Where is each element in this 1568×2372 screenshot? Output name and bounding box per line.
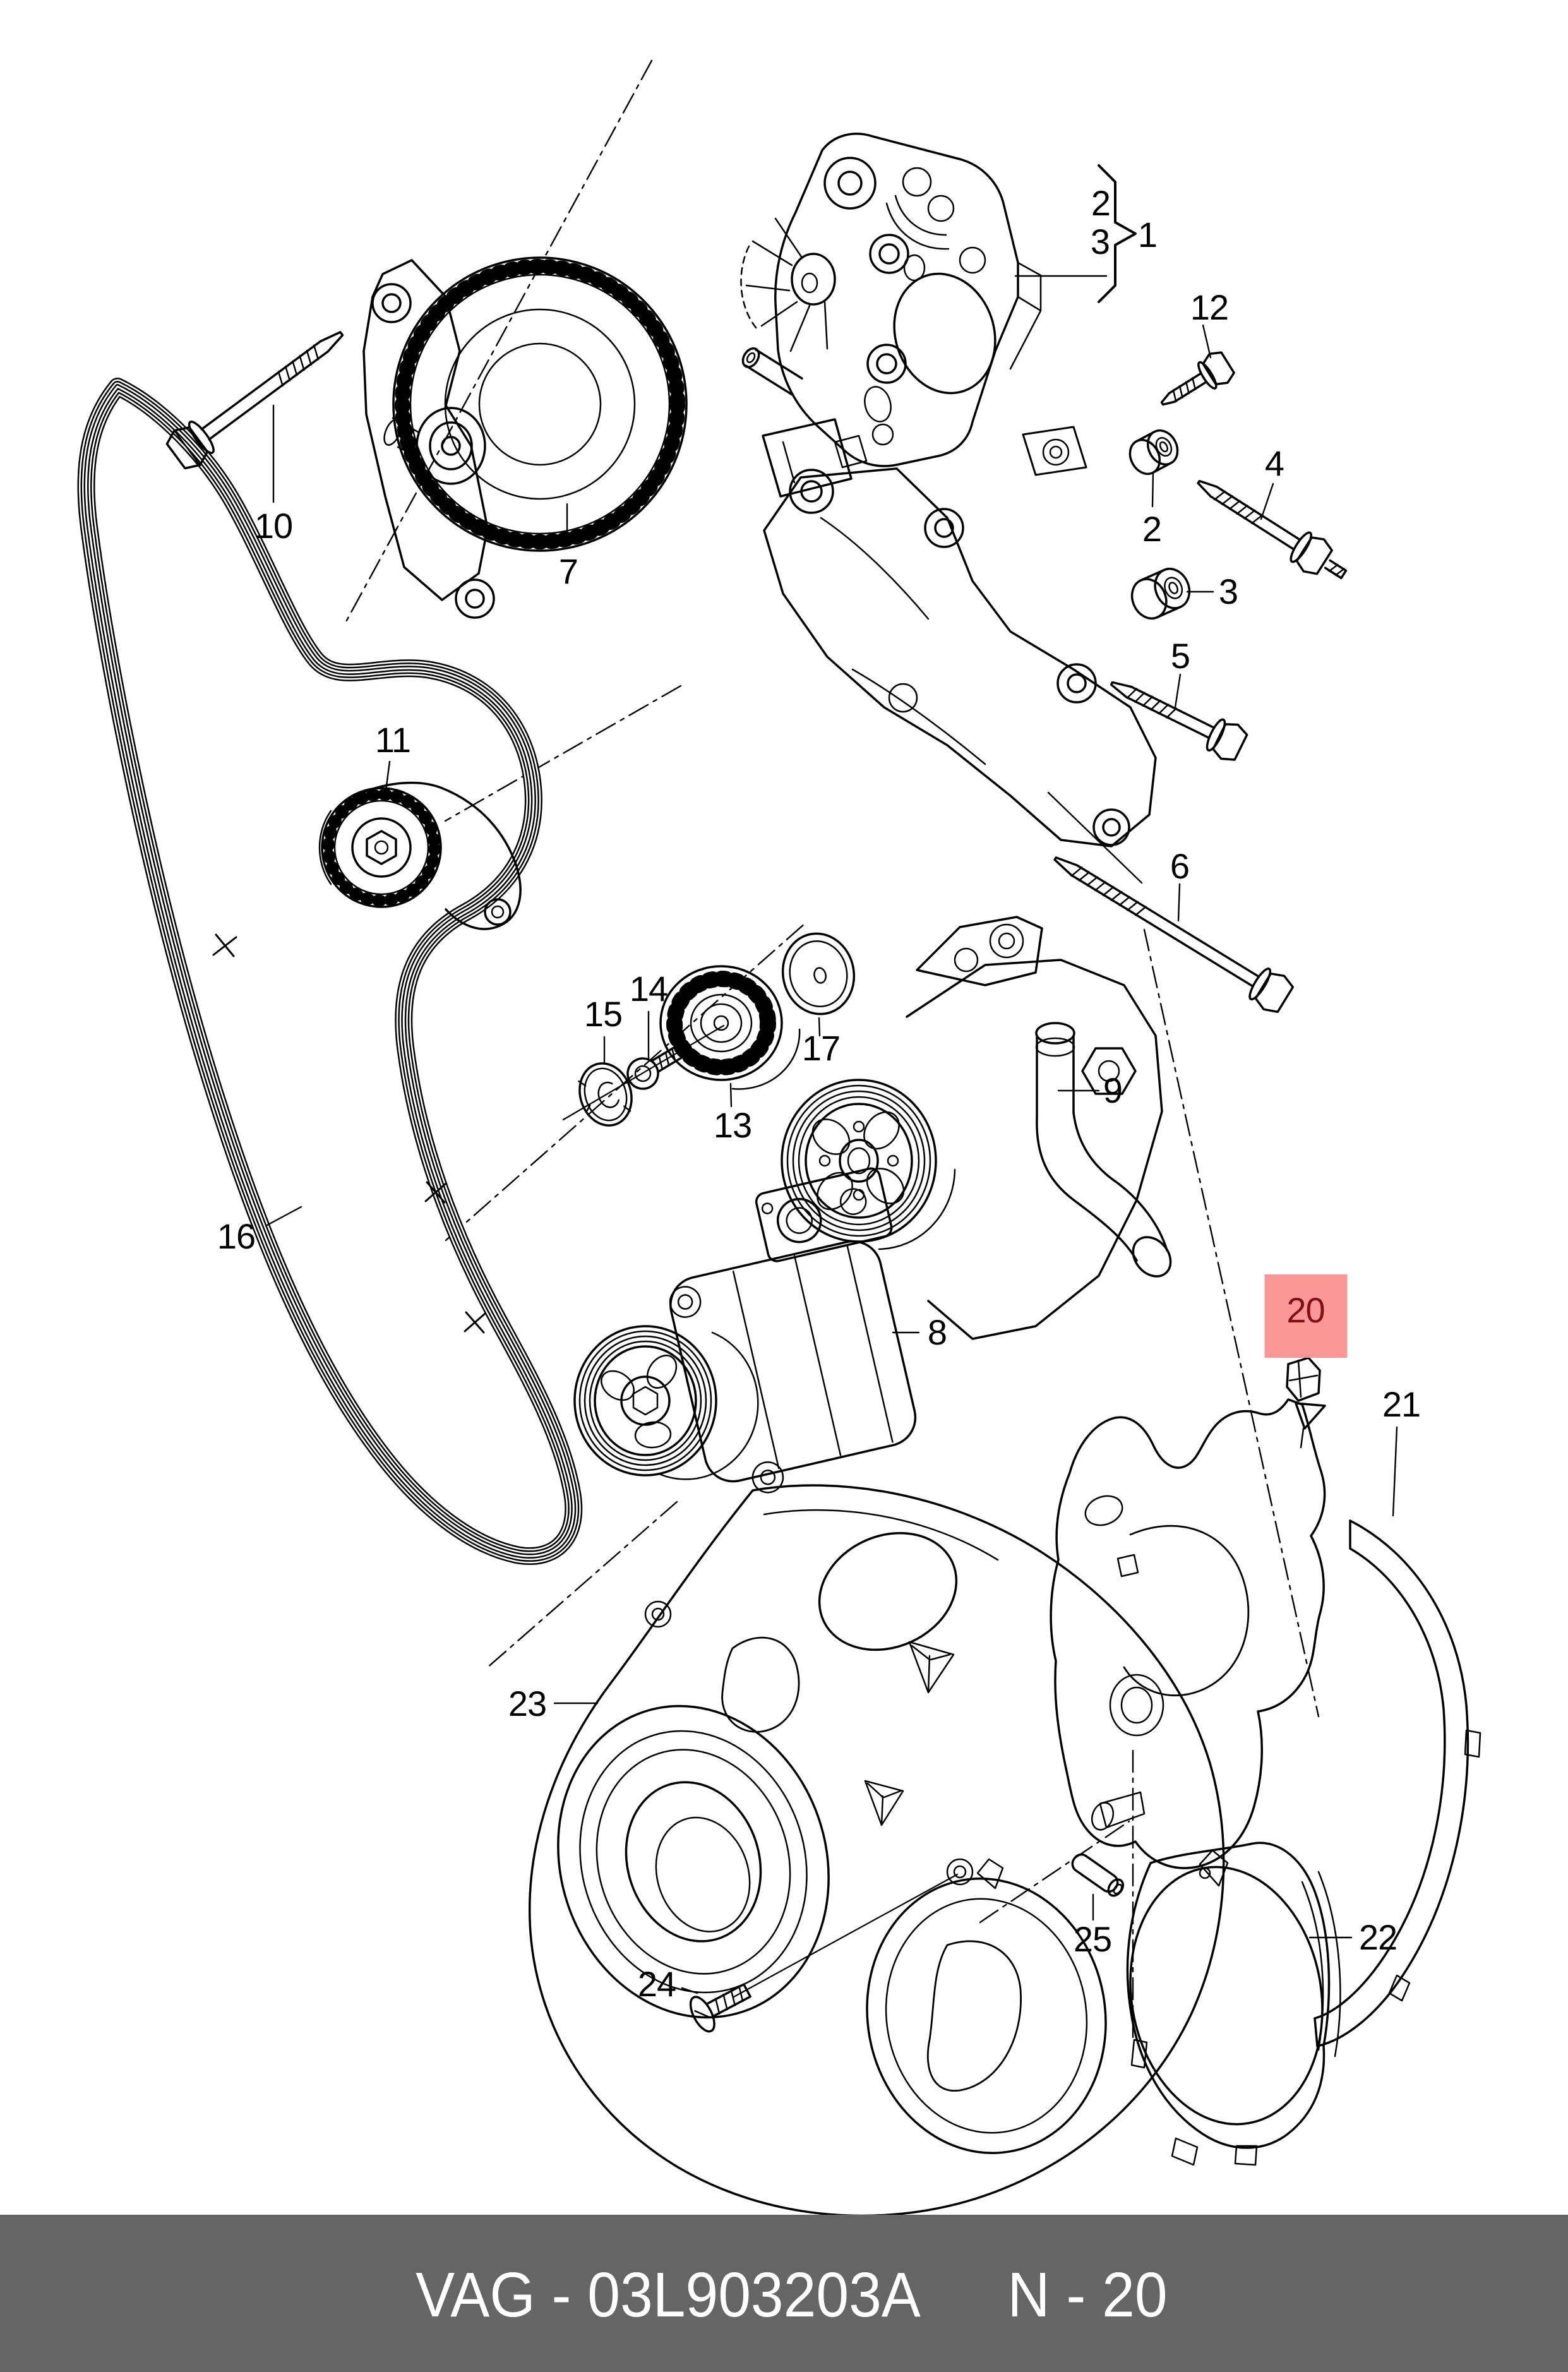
callout-3: 3 <box>1090 222 1110 261</box>
rear-timing-plate-drawing <box>1050 1357 1326 1869</box>
lower-timing-cover-drawing <box>1126 1842 1341 2166</box>
power-steering-pump-drawing <box>781 916 1172 1340</box>
callout-11: 11 <box>374 720 411 760</box>
callout-12: 12 <box>1190 287 1229 327</box>
callout-2: 2 <box>1142 509 1162 549</box>
callout-23: 23 <box>508 1684 547 1723</box>
callout-24: 24 <box>637 1964 676 2004</box>
washer-15-drawing <box>578 1062 633 1127</box>
callout-25: 25 <box>1073 1919 1112 1959</box>
front-timing-cover-drawing <box>529 1484 1225 2217</box>
callout-6: 6 <box>1170 846 1190 886</box>
callout-1: 1 <box>1137 215 1158 255</box>
callout-4: 4 <box>1264 443 1284 483</box>
bolt-5-drawing <box>1110 681 1248 761</box>
footer-plate: VAG - 03L903203A N - 20 <box>0 2215 1568 2372</box>
centerline-group <box>344 59 1320 2040</box>
callout-15: 15 <box>584 994 623 1034</box>
idler-pulley-drawing <box>562 965 801 1121</box>
callout-16: 16 <box>217 1216 256 1256</box>
seal-ring-17-drawing <box>781 932 856 1015</box>
callout-3: 3 <box>1218 572 1238 611</box>
leader-lines <box>265 275 1398 1994</box>
callout-22: 22 <box>1358 1917 1397 1957</box>
spacer-2-drawing <box>1128 429 1179 476</box>
callout-13: 13 <box>713 1105 752 1145</box>
bolt-12-drawing <box>1160 351 1235 406</box>
callout-8: 8 <box>927 1312 947 1352</box>
callout-17: 17 <box>801 1028 841 1068</box>
bolt-14-drawing <box>626 1039 693 1090</box>
ac-compressor-drawing <box>573 1167 917 1494</box>
callout-14: 14 <box>629 969 668 1009</box>
bolt-10-drawing <box>165 331 344 470</box>
mounting-bracket-drawing <box>740 133 1087 476</box>
group-brace <box>1098 164 1137 303</box>
serpentine-belt-drawing <box>86 386 573 1556</box>
callout-21: 21 <box>1382 1384 1421 1424</box>
belt-tensioner-drawing <box>318 781 522 930</box>
callout-10: 10 <box>254 506 293 546</box>
screw-24-drawing <box>689 1873 959 2033</box>
callout-9: 9 <box>1103 1070 1123 1110</box>
support-bracket-drawing <box>763 467 1157 848</box>
bolt-6-drawing <box>1053 856 1295 1014</box>
callout-20: 20 <box>1264 1274 1347 1358</box>
timing-cover-rim-drawing <box>1314 1519 1481 2047</box>
alternator-drawing <box>362 256 868 619</box>
stud-bolt-4-drawing <box>1197 479 1348 580</box>
dowel-pin-drawing <box>1071 1853 1124 1897</box>
footer-page-ref: N - 20 <box>1007 2260 1168 2330</box>
callout-2: 2 <box>1091 183 1111 223</box>
footer-part-number: VAG - 03L903203A <box>416 2260 921 2330</box>
callout-7: 7 <box>558 551 578 591</box>
spacer-3-drawing <box>1130 568 1191 620</box>
callout-5: 5 <box>1170 636 1190 676</box>
